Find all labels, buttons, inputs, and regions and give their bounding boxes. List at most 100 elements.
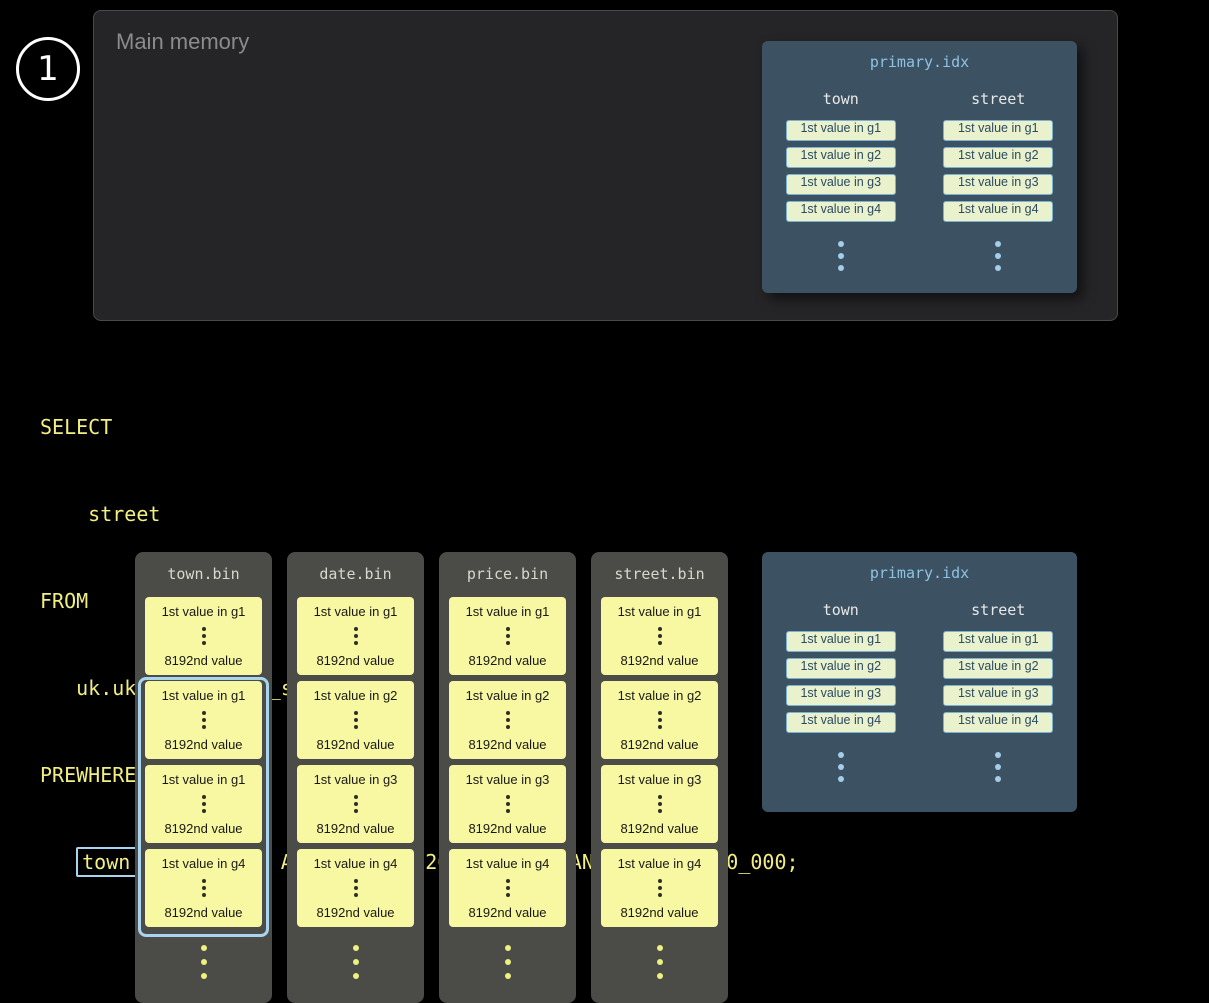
- granule-first-value: 1st value in g4: [617, 856, 702, 871]
- index-entry: 1st value in g1: [785, 120, 896, 141]
- granule-card: 1st value in g1 8192nd value: [297, 597, 414, 675]
- index-entry: 1st value in g2: [943, 658, 1054, 679]
- vertical-ellipsis-icon: [657, 711, 662, 729]
- index-column-header: town: [822, 601, 859, 619]
- bin-file-date: date.bin 1st value in g1 8192nd value 1s…: [287, 552, 424, 1003]
- vertical-ellipsis-icon: [656, 945, 663, 979]
- bin-file-title: street.bin: [614, 565, 705, 583]
- index-entry: 1st value in g3: [785, 685, 896, 706]
- granule-first-value: 1st value in g3: [617, 772, 702, 787]
- granule-last-value: 8192nd value: [316, 821, 395, 836]
- vertical-ellipsis-icon: [657, 879, 662, 897]
- vertical-ellipsis-icon: [353, 711, 358, 729]
- index-entry: 1st value in g3: [943, 685, 1054, 706]
- granule-first-value: 1st value in g2: [465, 688, 550, 703]
- granule-card: 1st value in g2 8192nd value: [297, 681, 414, 759]
- granule-last-value: 8192nd value: [620, 905, 699, 920]
- index-column-town: town 1st value in g1 1st value in g2 1st…: [762, 90, 920, 271]
- index-column-header: town: [822, 90, 859, 108]
- granule-first-value: 1st value in g3: [313, 772, 398, 787]
- index-entry: 1st value in g3: [785, 174, 896, 195]
- granule-last-value: 8192nd value: [468, 737, 547, 752]
- index-entry: 1st value in g4: [785, 201, 896, 222]
- granule-card: 1st value in g1 8192nd value: [145, 597, 262, 675]
- index-entry: 1st value in g4: [785, 712, 896, 733]
- primary-index-title: primary.idx: [869, 564, 970, 582]
- vertical-ellipsis-icon: [200, 945, 207, 979]
- granule-first-value: 1st value in g1: [161, 688, 246, 703]
- bin-file-title: price.bin: [466, 565, 549, 583]
- step-number: 1: [37, 49, 59, 89]
- primary-index-title: primary.idx: [869, 53, 970, 71]
- granule-card: 1st value in g2 8192nd value: [601, 681, 718, 759]
- granule-last-value: 8192nd value: [620, 821, 699, 836]
- index-entry: 1st value in g1: [943, 631, 1054, 652]
- granule-card: 1st value in g1 8192nd value: [145, 681, 262, 759]
- granule-last-value: 8192nd value: [164, 653, 243, 668]
- index-column-header: street: [971, 601, 1026, 619]
- granule-card: 1st value in g4 8192nd value: [601, 849, 718, 927]
- index-entry: 1st value in g4: [943, 201, 1054, 222]
- granule-last-value: 8192nd value: [468, 653, 547, 668]
- sql-line-from: FROM: [40, 589, 89, 613]
- vertical-ellipsis-icon: [505, 627, 510, 645]
- granule-first-value: 1st value in g2: [313, 688, 398, 703]
- granule-last-value: 8192nd value: [620, 653, 699, 668]
- granule-last-value: 8192nd value: [468, 905, 547, 920]
- granule-last-value: 8192nd value: [164, 821, 243, 836]
- index-entry: 1st value in g3: [943, 174, 1054, 195]
- primary-index-columns: town 1st value in g1 1st value in g2 1st…: [762, 601, 1077, 782]
- primary-index-columns: town 1st value in g1 1st value in g2 1st…: [762, 90, 1077, 271]
- granule-last-value: 8192nd value: [468, 821, 547, 836]
- granule-first-value: 1st value in g1: [465, 604, 550, 619]
- index-column-street: street 1st value in g1 1st value in g2 1…: [920, 90, 1078, 271]
- vertical-ellipsis-icon: [353, 879, 358, 897]
- granule-first-value: 1st value in g1: [617, 604, 702, 619]
- index-column-street: street 1st value in g1 1st value in g2 1…: [920, 601, 1078, 782]
- bin-file-title: date.bin: [319, 565, 392, 583]
- granule-last-value: 8192nd value: [316, 737, 395, 752]
- sql-line-select-column: street: [40, 502, 161, 526]
- index-entry: 1st value in g4: [943, 712, 1054, 733]
- granule-first-value: 1st value in g1: [161, 604, 246, 619]
- granule-last-value: 8192nd value: [164, 737, 243, 752]
- granule-first-value: 1st value in g3: [465, 772, 550, 787]
- granule-first-value: 1st value in g4: [161, 856, 246, 871]
- vertical-ellipsis-icon: [837, 752, 844, 782]
- index-entry: 1st value in g1: [943, 120, 1054, 141]
- vertical-ellipsis-icon: [201, 879, 206, 897]
- index-entry: 1st value in g1: [785, 631, 896, 652]
- vertical-ellipsis-icon: [504, 945, 511, 979]
- granule-card: 1st value in g1 8192nd value: [601, 597, 718, 675]
- granule-first-value: 1st value in g4: [465, 856, 550, 871]
- vertical-ellipsis-icon: [837, 241, 844, 271]
- bin-file-price: price.bin 1st value in g1 8192nd value 1…: [439, 552, 576, 1003]
- granule-first-value: 1st value in g2: [617, 688, 702, 703]
- granule-card: 1st value in g3 8192nd value: [601, 765, 718, 843]
- vertical-ellipsis-icon: [505, 879, 510, 897]
- granule-card: 1st value in g4 8192nd value: [449, 849, 566, 927]
- granule-last-value: 8192nd value: [620, 737, 699, 752]
- vertical-ellipsis-icon: [995, 752, 1002, 782]
- granule-first-value: 1st value in g1: [313, 604, 398, 619]
- granule-card: 1st value in g1 8192nd value: [145, 765, 262, 843]
- vertical-ellipsis-icon: [505, 711, 510, 729]
- bin-file-town: town.bin 1st value in g1 8192nd value 1s…: [135, 552, 272, 1003]
- vertical-ellipsis-icon: [353, 795, 358, 813]
- granule-first-value: 1st value in g4: [313, 856, 398, 871]
- granule-card: 1st value in g4 8192nd value: [297, 849, 414, 927]
- index-entry: 1st value in g2: [785, 658, 896, 679]
- vertical-ellipsis-icon: [657, 795, 662, 813]
- index-entry: 1st value in g2: [943, 147, 1054, 168]
- step-1-badge: 1: [16, 37, 80, 101]
- granule-card: 1st value in g3 8192nd value: [449, 765, 566, 843]
- granule-card: 1st value in g3 8192nd value: [297, 765, 414, 843]
- granule-card: 1st value in g4 8192nd value: [145, 849, 262, 927]
- main-memory-panel: Main memory primary.idx town 1st value i…: [93, 10, 1118, 321]
- granule-first-value: 1st value in g1: [161, 772, 246, 787]
- vertical-ellipsis-icon: [201, 795, 206, 813]
- granule-card: 1st value in g2 8192nd value: [449, 681, 566, 759]
- granule-card: 1st value in g1 8192nd value: [449, 597, 566, 675]
- main-memory-title: Main memory: [116, 29, 250, 54]
